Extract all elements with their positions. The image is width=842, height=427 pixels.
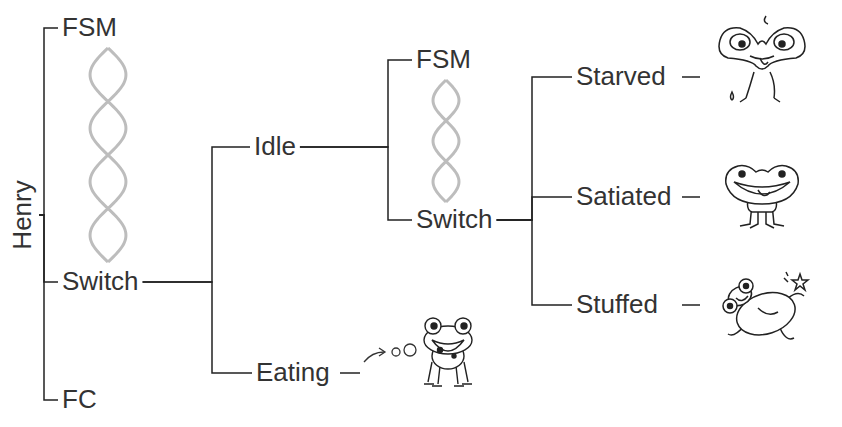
- tree-connector: [497, 197, 572, 220]
- frog-illustration: [726, 166, 799, 228]
- tree-label: FSM: [58, 11, 121, 45]
- tree-label: Switch: [412, 203, 497, 237]
- tree-label: FC: [58, 383, 101, 417]
- label-text: FSM: [62, 13, 117, 43]
- tree-label: Eating: [252, 356, 334, 390]
- tree-connector: [497, 77, 572, 220]
- thought-bubbles: [364, 344, 416, 362]
- label-text: Switch: [62, 267, 139, 297]
- tree-label: Stuffed: [572, 288, 662, 322]
- tree-connector: [143, 282, 252, 373]
- label-text: Starved: [576, 62, 666, 92]
- tree-connector: [497, 220, 572, 305]
- frog-illustration: [723, 272, 808, 342]
- label-text: Stuffed: [576, 290, 658, 320]
- tree-connector: [143, 147, 250, 282]
- tree-label: Starved: [572, 60, 670, 94]
- label-text: Eating: [256, 358, 330, 388]
- tree-label: Henry: [5, 176, 39, 253]
- label-text: Henry: [7, 180, 37, 249]
- label-text: FC: [62, 385, 97, 415]
- tree-connector: [39, 215, 58, 400]
- tree-connector: [300, 60, 412, 147]
- frog-illustration: [719, 16, 805, 102]
- label-text: FSM: [416, 45, 471, 75]
- label-text: Satiated: [576, 182, 671, 212]
- tree-label: Switch: [58, 265, 143, 299]
- helix-twist: [90, 48, 459, 262]
- tree-label: FSM: [412, 43, 475, 77]
- tree-connector: [300, 147, 412, 220]
- tree-connector: [39, 215, 58, 282]
- label-text: Switch: [416, 205, 493, 235]
- label-text: Idle: [254, 132, 296, 162]
- tree-label: Idle: [250, 130, 300, 164]
- tree-connector: [39, 28, 58, 215]
- frog-illustration: [424, 318, 472, 386]
- tree-label: Satiated: [572, 180, 675, 214]
- leader-line: [340, 77, 700, 373]
